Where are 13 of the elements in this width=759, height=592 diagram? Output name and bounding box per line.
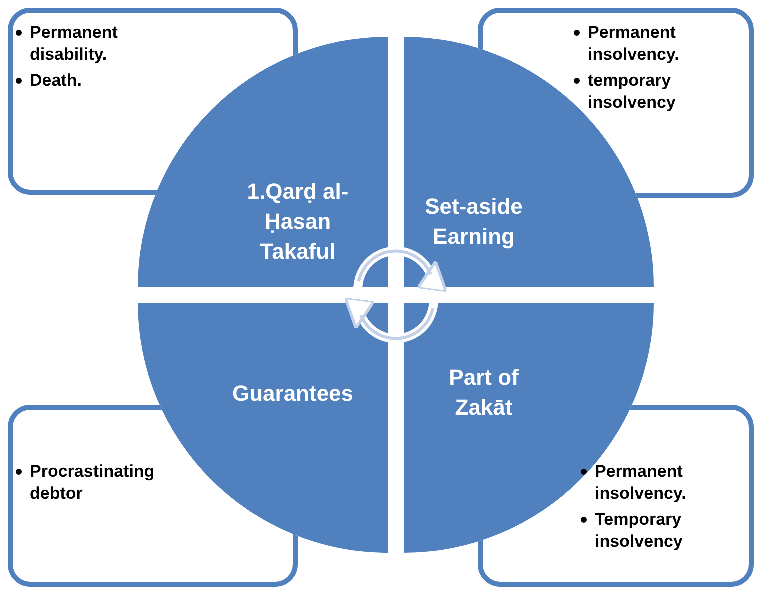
segment-label: Guarantees bbox=[231, 380, 355, 408]
bullet-text: temporary insolvency bbox=[588, 70, 677, 114]
segment-label: Part of Zakāt bbox=[448, 364, 520, 422]
segment-label: 1.Qarḍ al-Ḥasan Takaful bbox=[246, 178, 350, 266]
curved-arrow bbox=[354, 246, 448, 294]
curved-arrow bbox=[344, 296, 438, 344]
segment-label: Set-aside Earning bbox=[424, 193, 524, 251]
bullet-text: Permanent disability. bbox=[30, 22, 119, 66]
bullet-text: Procrastinating debtor bbox=[30, 461, 156, 505]
bullet-text: Permanent insolvency. bbox=[595, 461, 688, 505]
bullet-text: Temporary insolvency bbox=[595, 509, 684, 553]
bullet-text: Permanent insolvency. bbox=[588, 22, 680, 66]
bullet-text: Death. bbox=[30, 70, 83, 92]
